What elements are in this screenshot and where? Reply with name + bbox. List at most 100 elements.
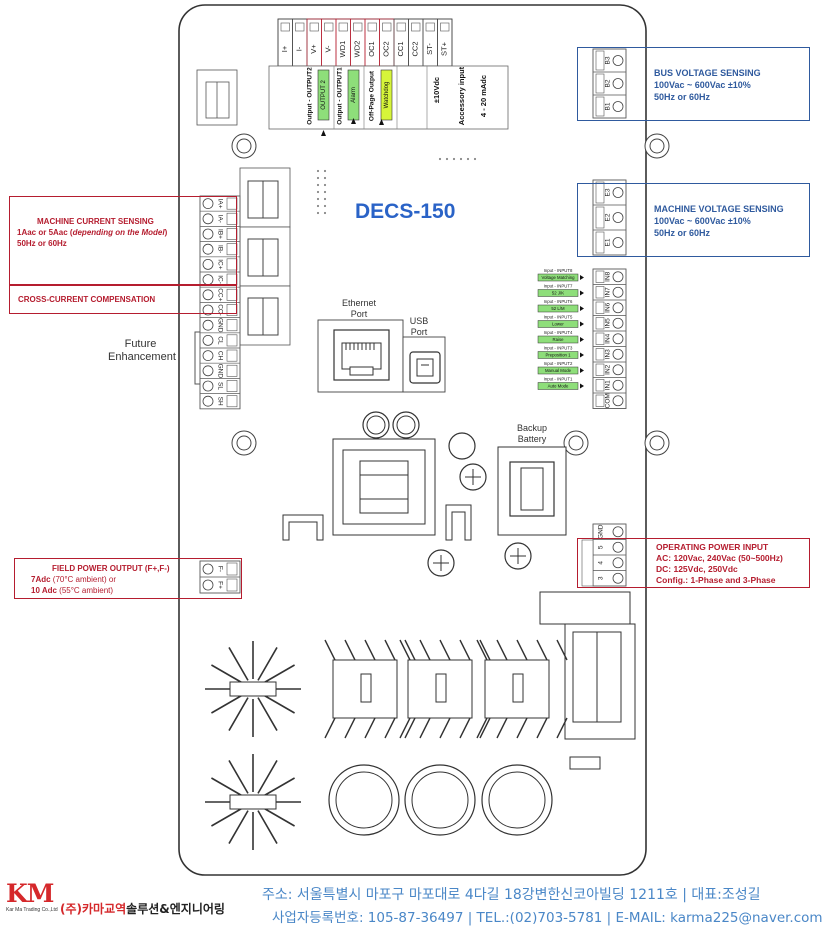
cross-current-callout: CROSS-CURRENT COMPENSATION <box>9 285 237 314</box>
input-tag <box>537 320 579 328</box>
input-label: IN6 <box>605 302 612 313</box>
left-terminal-label: CC- <box>216 304 223 316</box>
input-head-label: Input - INPUT2 <box>544 361 573 366</box>
mounting-holes <box>231 133 670 456</box>
terminal-screw <box>425 22 435 32</box>
analog-range-caption: ±10Vdc <box>432 77 441 103</box>
current-loop-caption: 4 - 20 mAdc <box>479 75 488 117</box>
terminal-screw <box>411 22 421 32</box>
left-terminal-label: IC- <box>216 275 223 284</box>
input-tag-label: Manual Mode <box>545 368 572 373</box>
heatsink-fin <box>384 717 396 739</box>
terminal-clamp <box>226 258 238 271</box>
terminal-clamp <box>226 243 238 256</box>
large-capacitors <box>328 764 553 836</box>
terminal-screw <box>612 101 624 112</box>
terminal-screw <box>382 22 392 32</box>
input-tag <box>537 351 579 359</box>
heatsink-fin <box>228 647 249 681</box>
input-arrow <box>580 321 584 327</box>
top-terminal-label: CC1 <box>396 41 405 56</box>
backup-battery-label: Backup Battery <box>516 423 548 444</box>
heatsink-fin <box>419 639 431 661</box>
usb-label: USB Port <box>409 316 429 337</box>
future-bracket <box>194 331 200 385</box>
left-terminal-label: CC+ <box>216 288 223 301</box>
terminal-screw <box>295 22 305 32</box>
via-dot <box>323 176 327 180</box>
heatsink-fin <box>211 693 245 714</box>
input-tag <box>537 335 579 344</box>
terminal-clamp <box>595 96 605 117</box>
via-dot <box>316 197 320 201</box>
input-arrow <box>580 383 584 389</box>
left-upper-connector <box>196 69 238 126</box>
machine-current-callout: MACHINE CURRENT SENSING 1Aac or 5Aac (de… <box>9 196 237 285</box>
terminal-screw <box>202 579 214 591</box>
footer-address: 주소: 서울특별시 마포구 마포대로 4다길 18강변한신코아빌딩 1211호 … <box>262 887 761 903</box>
terminal-clamp <box>226 380 238 392</box>
terminal-clamp <box>595 332 605 345</box>
left-terminal-label: IA+ <box>216 199 223 209</box>
terminal-screw <box>612 286 624 298</box>
via-dot <box>316 183 320 187</box>
watchdog-tag: Watchdog <box>384 82 390 109</box>
input-head-label: Input - INPUT5 <box>544 315 573 320</box>
terminal-screw <box>612 395 624 407</box>
via-dot <box>323 183 327 187</box>
heatsink-fin <box>476 639 488 661</box>
terminal-clamp <box>226 197 238 210</box>
left-terminal-label: IA- <box>216 215 223 223</box>
mounting-hole <box>231 430 257 456</box>
terminal-clamp <box>595 231 605 254</box>
top-terminal-label: WD1 <box>338 41 347 58</box>
right-relay <box>539 591 636 770</box>
terminal-clamp <box>595 301 605 314</box>
footer-contact: 사업자등록번호: 105-87-36497 | TEL.:(02)703-578… <box>272 910 823 926</box>
company-name: (주)카마교역솔루션&엔지니어링 <box>60 902 225 916</box>
top-terminal-label: V- <box>324 45 333 53</box>
terminal-clamp <box>595 317 605 330</box>
via-dot <box>323 197 327 201</box>
top-terminal-label: I- <box>295 46 304 51</box>
heatsink-fin <box>496 639 508 661</box>
field-terminal-label: F- <box>216 566 223 572</box>
via-dot <box>452 157 456 161</box>
via-dot <box>459 157 463 161</box>
heatsink-fin <box>459 717 471 739</box>
input-tag-label: Preposition 1 <box>545 352 571 357</box>
output1-caption: Output - OUTPUT1 <box>337 67 344 125</box>
terminal-clamp <box>595 270 605 283</box>
left-terminal-label: IB+ <box>216 229 223 239</box>
power-terminal-label: GND <box>598 524 605 539</box>
terminal-clamp <box>595 348 605 361</box>
mounting-hole <box>563 430 589 456</box>
future-enhancement-label: Future Enhancement <box>108 338 176 363</box>
heatsink-base <box>229 794 277 810</box>
heatsink-fin <box>496 717 508 739</box>
current-transformers <box>239 167 291 346</box>
heatsink-fin <box>261 806 295 827</box>
terminal-clamp <box>595 50 605 71</box>
terminal-screw <box>612 271 624 283</box>
left-terminal-label: IB- <box>216 245 223 253</box>
via-dot <box>438 157 442 161</box>
mounting-hole <box>644 430 670 456</box>
terminal-screw <box>353 22 363 32</box>
offpage-caption: Off-Page Output <box>369 70 376 121</box>
left-terminal <box>199 393 241 410</box>
input-label: IN2 <box>605 364 612 375</box>
heatsink-fin <box>344 717 356 739</box>
terminal-screw <box>202 380 214 392</box>
terminal-clamp <box>595 394 605 407</box>
heatsink-fin <box>556 717 568 739</box>
terminal-clamp <box>226 364 238 377</box>
terminal-clamp <box>226 288 238 301</box>
terminal-clamp <box>226 334 238 347</box>
terminal-screw <box>280 22 290 32</box>
heatsink-fin <box>364 717 376 739</box>
left-terminal-label: CH <box>216 351 223 361</box>
